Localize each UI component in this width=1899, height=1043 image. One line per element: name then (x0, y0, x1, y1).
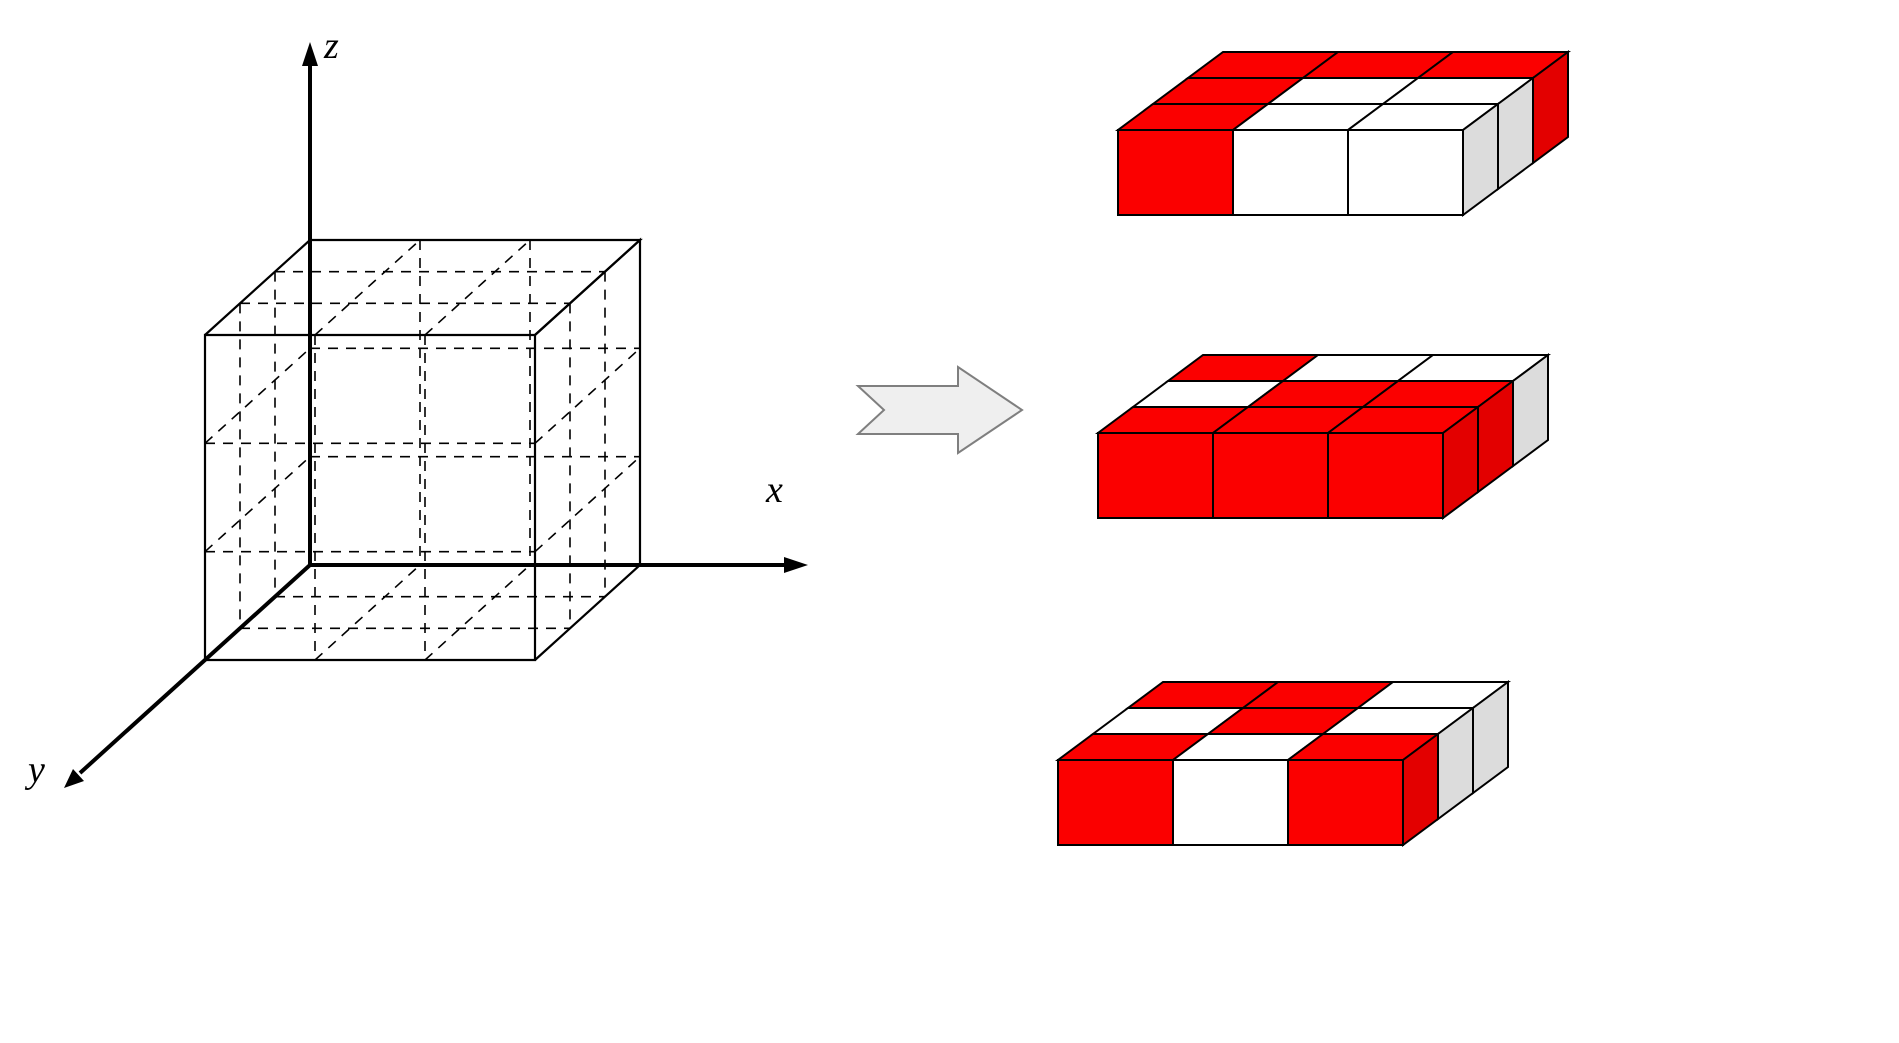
subdivision-grid-line-dashed (314, 564, 421, 661)
voxel-front-face (1327, 432, 1444, 519)
voxel-front-face (1097, 432, 1214, 519)
z-axis-arrowhead (302, 42, 318, 66)
y-axis-arrowhead (64, 769, 84, 788)
voxel-front-face (1287, 759, 1404, 846)
subdivision-grid-line-dashed (204, 456, 311, 553)
voxel-front-face (1347, 129, 1464, 216)
voxel-front-face (1172, 759, 1289, 846)
voxel-front-face (1232, 129, 1349, 216)
subdivision-grid-line-dashed (534, 347, 641, 444)
voxel-front-face (1117, 129, 1234, 216)
voxel-cube-wireframe (203, 237, 643, 662)
block-arrow (855, 365, 1024, 455)
subdivision-grid-line-dashed (424, 564, 531, 661)
slice-top (1114, 50, 1572, 217)
slice-layers (1054, 50, 1572, 847)
subdivision-grid-line-dashed (204, 347, 311, 444)
x-axis-arrowhead (784, 557, 808, 573)
cube-outer-edge (534, 237, 642, 661)
subdivision-grid-line-dashed (424, 239, 531, 336)
subdivision-grid-line-dashed (534, 456, 641, 553)
y-axis-line (78, 563, 312, 775)
voxel-front-face (1057, 759, 1174, 846)
slice-bottom (1054, 680, 1512, 847)
voxel-front-face (1212, 432, 1329, 519)
y-axis-label: y (24, 749, 45, 791)
coordinate-axes (64, 42, 808, 788)
transform-arrow (855, 365, 1024, 455)
cube-outer-edge (204, 238, 643, 336)
x-axis-label: x (765, 469, 783, 511)
z-axis-label: z (323, 25, 339, 67)
subdivision-grid-line-dashed (314, 239, 421, 336)
slice-middle (1094, 353, 1552, 520)
